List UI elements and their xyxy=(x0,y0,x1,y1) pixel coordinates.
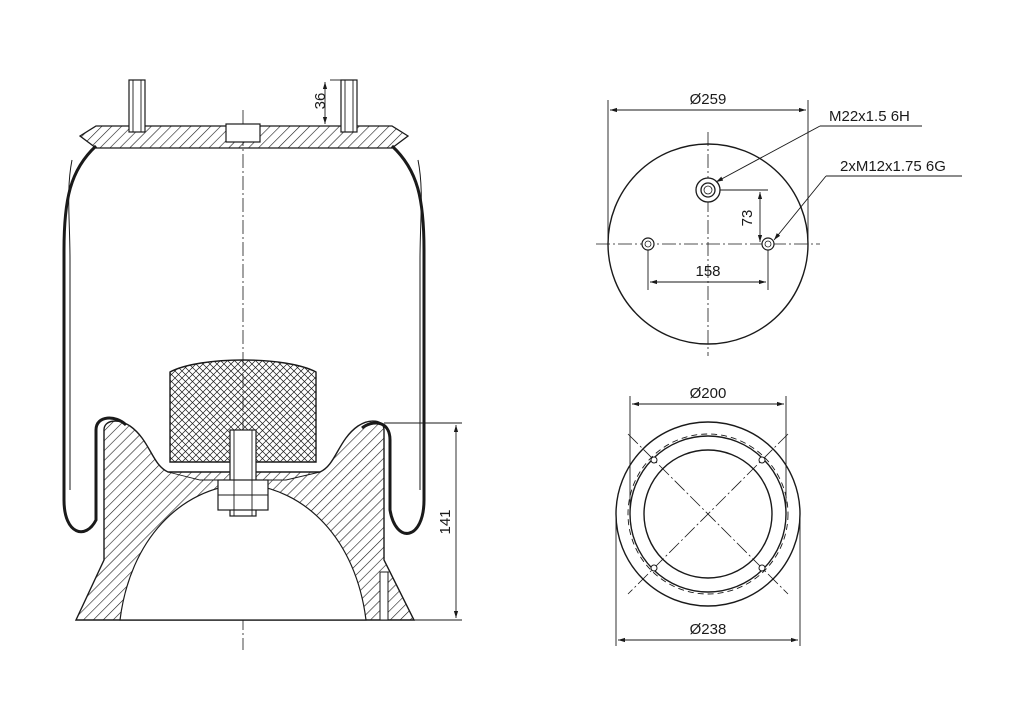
stud-thread-label: 2xM12x1.75 6G xyxy=(840,158,946,175)
top-diameter-dimension: Ø259 xyxy=(607,91,809,244)
bump-stop xyxy=(169,359,317,463)
base-hole xyxy=(758,456,766,464)
stud-height-label: 36 xyxy=(312,93,329,110)
mounting-stud-left xyxy=(128,79,146,133)
top-plate xyxy=(78,123,410,149)
outer-base-diameter-label: Ø238 xyxy=(690,621,727,638)
offset-label: 73 xyxy=(739,210,756,227)
total-height-label: 141 xyxy=(437,509,454,534)
outer-base-diameter-dimension: Ø238 xyxy=(615,514,801,646)
base-hole xyxy=(650,456,658,464)
stud-spacing-dimension: 158 xyxy=(647,250,769,290)
stud-thread-callout: 2xM12x1.75 6G xyxy=(773,158,962,241)
side-section-view: 36 141 xyxy=(62,79,462,650)
stud-spacing-label: 158 xyxy=(695,263,720,280)
center-bolt xyxy=(217,429,269,517)
top-diameter-label: Ø259 xyxy=(690,91,727,108)
base-diameter-dimension: Ø200 xyxy=(629,385,787,514)
port-thread-label: M22x1.5 6H xyxy=(829,108,910,125)
bottom-view: Ø200 Ø238 xyxy=(615,385,801,646)
offset-dimension: 73 xyxy=(720,189,768,242)
base-hole xyxy=(650,564,658,572)
rubber-bellow xyxy=(62,144,426,535)
base-ring-inner xyxy=(643,449,773,579)
top-stud-right xyxy=(761,237,775,251)
base-diameter-label: Ø200 xyxy=(690,385,727,402)
base-hole xyxy=(758,564,766,572)
stud-height-dimension: 36 xyxy=(312,79,345,124)
port-thread-callout: M22x1.5 6H xyxy=(715,108,922,183)
mounting-stud-right xyxy=(340,79,358,133)
top-view: Ø259 M22x1.5 6H 2xM12x1.75 6G 73 158 xyxy=(596,91,962,356)
top-stud-left xyxy=(641,237,655,251)
total-height-dimension: 141 xyxy=(384,422,462,621)
